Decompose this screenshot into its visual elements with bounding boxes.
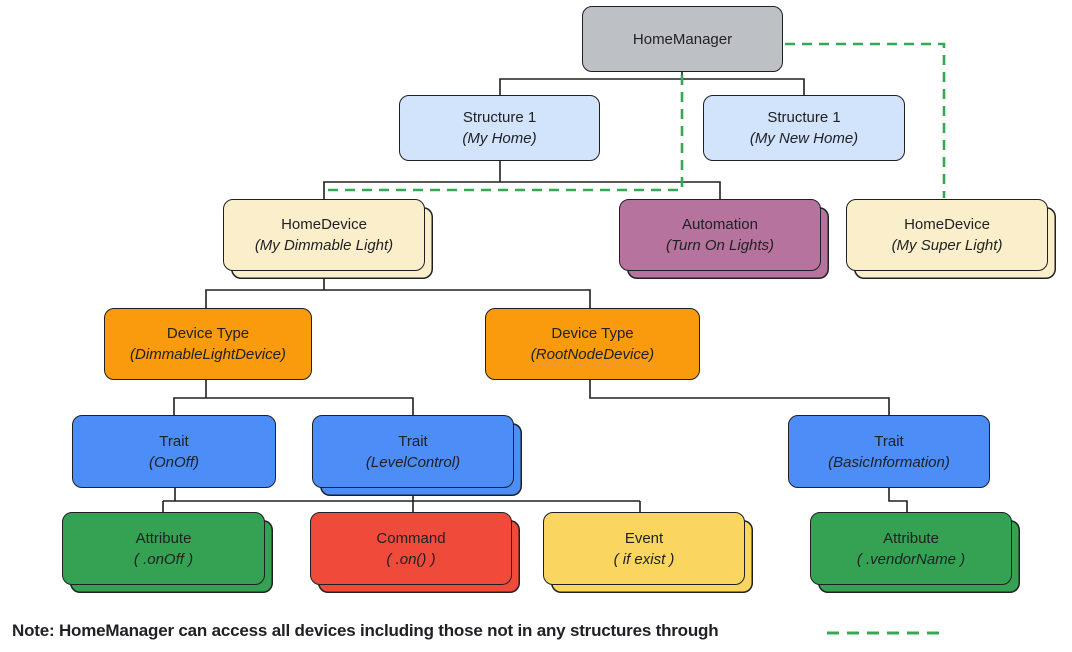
- node-trait-levelcontrol: Trait (LevelControl): [312, 415, 514, 488]
- node-title: Event: [624, 529, 664, 547]
- node-subtitle: (My Home): [462, 130, 537, 147]
- node-title: HomeDevice: [281, 216, 367, 233]
- node-subtitle: (LevelControl): [365, 453, 461, 471]
- node-subtitle: (My Dimmable Light): [254, 237, 394, 254]
- node-command-on: Command ( .on() ): [310, 512, 512, 585]
- dashed-access-path-right: [785, 42, 946, 198]
- node-attribute-onoff: Attribute ( .onOff ): [62, 512, 265, 585]
- node-title: Command: [376, 529, 446, 547]
- node-trait-onoff: Trait (OnOff): [72, 415, 276, 488]
- node-automation-turn-on-lights: Automation (Turn On Lights): [619, 199, 821, 271]
- node-title: Structure 1: [767, 109, 841, 126]
- node-subtitle: ( if exist ): [613, 550, 675, 568]
- node-homedevice-my-super-light: HomeDevice (My Super Light): [846, 199, 1048, 271]
- node-title: Trait: [398, 432, 428, 450]
- node-title: Structure 1: [462, 109, 537, 126]
- node-structure-my-home: Structure 1 (My Home): [399, 95, 600, 161]
- node-subtitle: (Turn On Lights): [665, 237, 775, 254]
- node-title: Device Type: [551, 325, 634, 342]
- node-title: Trait: [874, 432, 904, 450]
- node-title: Trait: [159, 432, 189, 450]
- node-event-if-exist: Event ( if exist ): [543, 512, 745, 585]
- node-subtitle: (OnOff): [148, 453, 199, 471]
- node-subtitle: (RootNodeDevice): [530, 346, 655, 363]
- node-title: Device Type: [166, 325, 250, 342]
- node-subtitle: (My New Home): [749, 130, 859, 147]
- dashed-access-path-left: [324, 75, 684, 192]
- node-subtitle: ( .vendorName ): [856, 550, 966, 568]
- node-subtitle: (DimmableLightDevice): [130, 346, 286, 363]
- node-subtitle: ( .onOff ): [133, 550, 194, 568]
- node-subtitle: ( .on() ): [386, 550, 436, 568]
- node-title: Automation: [682, 216, 758, 233]
- footnote-text: Note: HomeManager can access all devices…: [12, 621, 719, 640]
- node-subtitle: (BasicInformation): [828, 453, 950, 471]
- node-title: Attribute: [135, 529, 192, 547]
- node-subtitle: (My Super Light): [891, 237, 1003, 254]
- node-structure-my-new-home: Structure 1 (My New Home): [703, 95, 905, 161]
- node-title: Attribute: [883, 529, 939, 547]
- node-homedevice-my-dimmable-light: HomeDevice (My Dimmable Light): [223, 199, 425, 271]
- node-title: HomeManager: [632, 30, 733, 48]
- node-title: HomeDevice: [904, 216, 990, 233]
- node-devicetype-rootnodedevice: Device Type (RootNodeDevice): [485, 308, 700, 380]
- node-devicetype-dimmablelightdevice: Device Type (DimmableLightDevice): [104, 308, 312, 380]
- node-trait-basicinformation: Trait (BasicInformation): [788, 415, 990, 488]
- node-attribute-vendorname: Attribute ( .vendorName ): [810, 512, 1012, 585]
- node-homemanager: HomeManager: [582, 6, 783, 72]
